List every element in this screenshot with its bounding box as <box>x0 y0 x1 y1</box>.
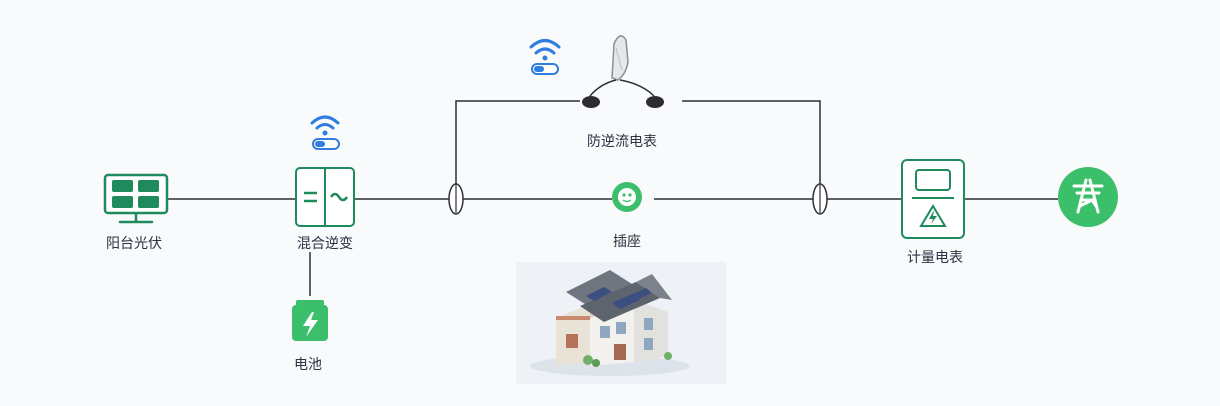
battery-node: 电池 <box>292 300 328 373</box>
clamp-meter-icon <box>582 35 664 108</box>
wire-clamp-left <box>455 100 580 184</box>
meter-icon <box>901 159 965 239</box>
wire-clamp-right <box>682 100 821 184</box>
inverter-node: 混合逆变 <box>295 167 355 252</box>
current-clamp-left <box>448 183 464 215</box>
anti-backflow-meter-label: 防逆流电表 <box>587 134 657 150</box>
wires <box>168 100 1058 296</box>
socket-label: 插座 <box>613 234 641 250</box>
current-clamp-right <box>812 183 828 215</box>
meter-wifi <box>529 39 561 75</box>
main-meter-label: 计量电表 <box>907 250 963 266</box>
anti-backflow-meter-node: 防逆流电表 <box>582 35 664 150</box>
solar-panel-icon <box>103 173 169 224</box>
house-illustration <box>516 262 726 384</box>
inverter-wifi <box>310 115 340 150</box>
wifi-icon <box>310 115 340 130</box>
socket-node: 插座 <box>612 182 642 250</box>
main-meter-node: 计量电表 <box>901 159 965 266</box>
inverter-icon <box>295 167 355 227</box>
inverter-label: 混合逆变 <box>297 236 353 252</box>
battery-label: 电池 <box>294 357 322 373</box>
grid-node <box>1058 167 1118 227</box>
solar-panel-node: 阳台光伏 <box>103 173 169 252</box>
socket-icon <box>612 182 642 212</box>
solar-label: 阳台光伏 <box>106 236 162 252</box>
battery-icon <box>292 300 328 341</box>
grid-tower-icon <box>1058 167 1118 227</box>
wifi-icon <box>529 39 561 55</box>
